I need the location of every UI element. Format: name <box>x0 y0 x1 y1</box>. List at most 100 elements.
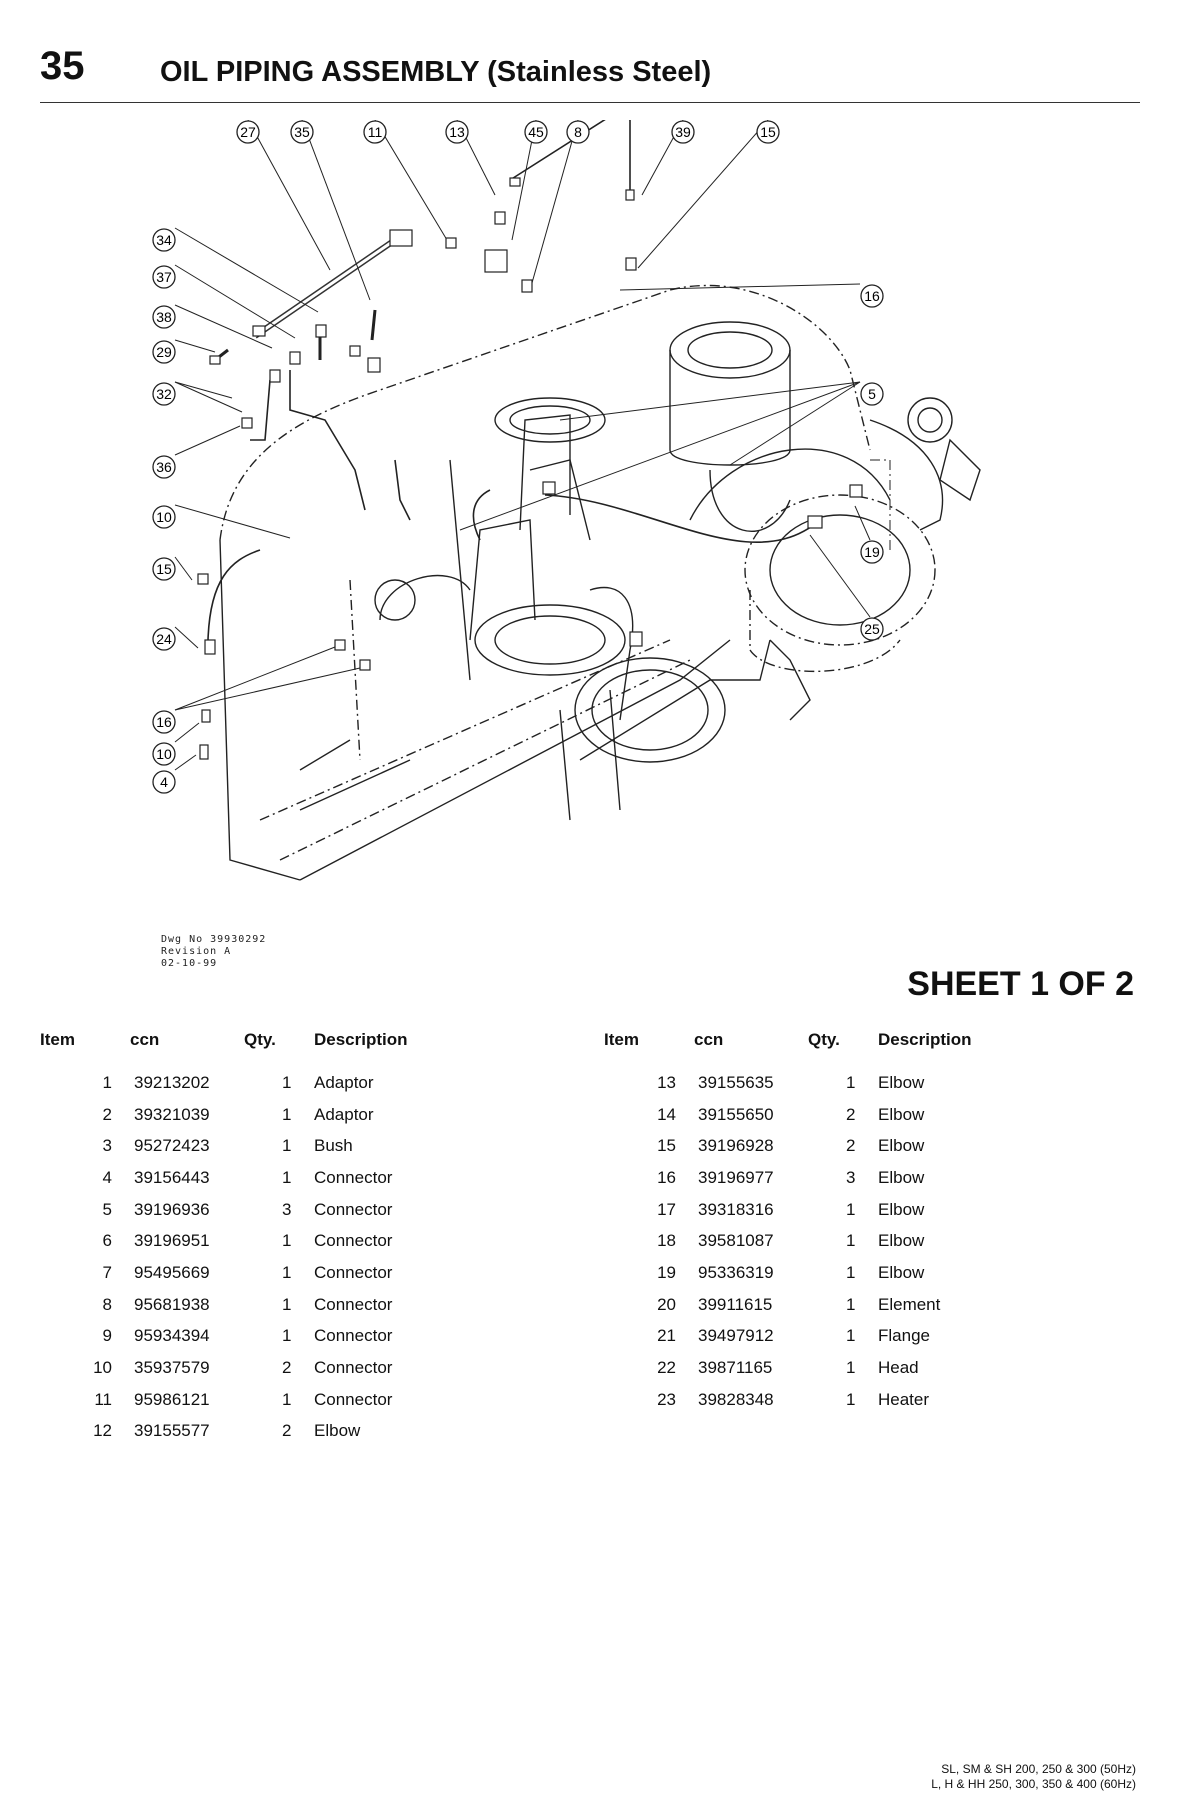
callout-38: 38 <box>152 305 176 329</box>
callout-label: 16 <box>864 288 880 304</box>
cell-qty: 1 <box>846 1231 856 1251</box>
cell-item: 18 <box>657 1231 676 1251</box>
cell-item: 17 <box>657 1199 676 1219</box>
callout-label: 32 <box>156 386 172 402</box>
callout-29: 29 <box>152 340 176 364</box>
callout-27: 27 <box>236 120 260 144</box>
callout-15: 15 <box>152 557 176 581</box>
callout-label: 45 <box>528 124 544 140</box>
col-description-header: Description <box>314 1030 408 1049</box>
cell-description: Elbow <box>878 1167 925 1187</box>
callout-32: 32 <box>152 382 176 406</box>
cell-ccn: 39155650 <box>698 1104 774 1124</box>
cell-description: Adaptor <box>314 1104 374 1124</box>
drawing-info: Dwg No 39930292 Revision A 02-10-99 <box>161 934 266 970</box>
cell-ccn: 95336319 <box>698 1262 774 1282</box>
callout-24: 24 <box>152 627 176 651</box>
col-item-header: Item <box>604 1030 639 1049</box>
callout-36: 36 <box>152 455 176 479</box>
cell-ccn: 39155635 <box>698 1072 774 1092</box>
callout-label: 13 <box>449 124 465 140</box>
callout-34: 34 <box>152 228 176 252</box>
cell-description: Connector <box>314 1389 393 1409</box>
cell-item: 16 <box>657 1167 676 1187</box>
callout-label: 10 <box>156 746 172 762</box>
cell-qty: 1 <box>282 1389 292 1409</box>
cell-ccn: 39196928 <box>698 1136 774 1156</box>
cell-description: Elbow <box>314 1421 361 1441</box>
cell-item: 11 <box>94 1389 112 1409</box>
callout-label: 37 <box>156 269 172 285</box>
cell-description: Element <box>878 1294 941 1314</box>
callout-label: 11 <box>368 124 383 140</box>
col-description-header: Description <box>878 1030 972 1049</box>
cell-ccn: 39196951 <box>134 1231 210 1251</box>
cell-qty: 1 <box>846 1199 856 1219</box>
cell-description: Bush <box>314 1136 353 1156</box>
cell-qty: 1 <box>282 1294 292 1314</box>
callout-25: 25 <box>860 617 884 641</box>
cell-item: 3 <box>102 1136 112 1156</box>
cell-ccn: 39318316 <box>698 1199 774 1219</box>
drawing-revision: Revision A <box>161 946 232 957</box>
cell-qty: 2 <box>282 1358 292 1378</box>
cell-description: Flange <box>878 1326 930 1346</box>
callout-45: 45 <box>524 120 548 144</box>
col-ccn-header: ccn <box>130 1030 160 1049</box>
cell-item: 10 <box>93 1358 112 1378</box>
callout-label: 25 <box>864 621 880 637</box>
callout-4: 4 <box>152 770 176 794</box>
cell-description: Elbow <box>878 1262 925 1282</box>
cell-description: Connector <box>314 1262 393 1282</box>
cell-qty: 2 <box>846 1136 856 1156</box>
cell-ccn: 35937579 <box>134 1358 210 1378</box>
callout-label: 36 <box>156 459 172 475</box>
callout-16: 16 <box>860 284 884 308</box>
cell-item: 23 <box>657 1389 676 1409</box>
sheet-label: SHEET 1 OF 2 <box>907 965 1134 1003</box>
callout-label: 24 <box>156 631 172 647</box>
cell-ccn: 39497912 <box>698 1326 774 1346</box>
cell-ccn: 39156443 <box>134 1167 210 1187</box>
cell-qty: 3 <box>846 1167 856 1187</box>
callout-11: 11 <box>363 120 387 144</box>
cell-qty: 3 <box>282 1199 292 1219</box>
cell-ccn: 39321039 <box>134 1104 210 1124</box>
cell-qty: 1 <box>282 1072 292 1092</box>
cell-description: Connector <box>314 1199 393 1219</box>
callout-label: 16 <box>156 714 172 730</box>
oil-pipes <box>207 120 821 641</box>
cell-item: 1 <box>102 1072 112 1092</box>
cell-ccn: 39581087 <box>698 1231 774 1251</box>
callout-15: 15 <box>756 120 780 144</box>
cell-ccn: 39196936 <box>134 1199 210 1219</box>
table-header-row: Item ccn Qty. Description <box>604 1025 1078 1055</box>
cell-ccn: 95272423 <box>134 1136 210 1156</box>
col-qty-header: Qty. <box>808 1030 840 1049</box>
cell-ccn: 95934394 <box>134 1326 210 1346</box>
cell-description: Connector <box>314 1294 393 1314</box>
callout-label: 38 <box>156 309 172 325</box>
cell-ccn: 39871165 <box>698 1358 773 1378</box>
col-qty-header: Qty. <box>244 1030 276 1049</box>
cell-qty: 1 <box>846 1262 856 1282</box>
cell-ccn: 39155577 <box>134 1421 210 1441</box>
callout-label: 15 <box>156 561 172 577</box>
cell-description: Connector <box>314 1231 393 1251</box>
cell-item: 8 <box>102 1294 112 1314</box>
cell-qty: 1 <box>282 1136 292 1156</box>
page-number: 35 <box>40 44 85 88</box>
cell-item: 20 <box>657 1294 676 1314</box>
cell-description: Heater <box>878 1389 930 1409</box>
cell-qty: 1 <box>282 1104 292 1124</box>
